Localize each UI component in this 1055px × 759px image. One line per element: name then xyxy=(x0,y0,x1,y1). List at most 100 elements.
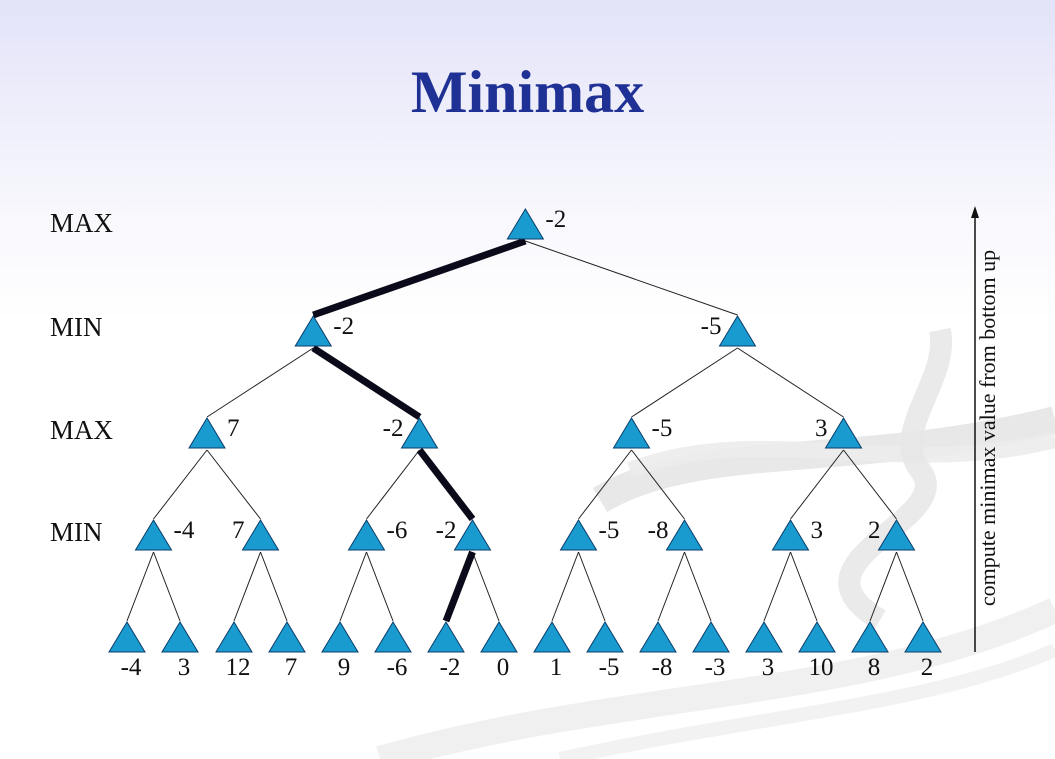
best-path-edge xyxy=(442,550,476,623)
tree-value-leaves-2: 12 xyxy=(226,654,251,681)
tree-edge xyxy=(657,551,685,622)
tree-node-leaves-1 xyxy=(161,621,199,653)
tree-node-leaves-13 xyxy=(798,621,836,653)
tree-node-leaves-9 xyxy=(586,621,624,653)
tree-node-leaves-11 xyxy=(692,621,730,653)
tree-value-level3-1: 7 xyxy=(232,517,245,544)
level-label-max-root: MAX xyxy=(50,208,114,238)
tree-value-leaves-3: 7 xyxy=(285,654,298,681)
tree-edge xyxy=(153,551,181,622)
tree-node-level1-1 xyxy=(718,315,757,347)
tree-value-level2-1: -2 xyxy=(383,415,404,442)
tree-node-level2-1 xyxy=(400,417,439,449)
tree-edge xyxy=(843,449,897,520)
tree-value-level3-2: -6 xyxy=(387,517,408,544)
tree-value-level2-3: 3 xyxy=(815,415,828,442)
tree-value-level3-6: 3 xyxy=(811,517,824,544)
tree-value-level3-0: -4 xyxy=(174,517,195,544)
tree-value-leaves-0: -4 xyxy=(121,654,142,681)
tree-node-level1-0 xyxy=(294,315,333,347)
tree-node-leaves-14 xyxy=(851,621,889,653)
tree-value-leaves-1: 3 xyxy=(178,654,191,681)
tree-value-leaves-15: 2 xyxy=(921,654,934,681)
tree-edge xyxy=(896,551,924,622)
tree-value-level3-3: -2 xyxy=(436,517,457,544)
level-label-min-1: MIN xyxy=(50,312,103,342)
tree-value-leaves-5: -6 xyxy=(387,654,408,681)
tree-edge xyxy=(126,551,154,622)
tree-value-leaves-6: -2 xyxy=(440,654,461,681)
tree-node-leaves-6 xyxy=(427,621,465,653)
tree-node-level3-2 xyxy=(347,519,386,551)
background-swoosh-decoration xyxy=(376,327,1055,759)
tree-value-level1-1: -5 xyxy=(701,313,722,340)
tree-edge xyxy=(153,449,208,520)
tree-edge xyxy=(684,551,712,622)
tree-edge xyxy=(260,551,288,622)
tree-node-level3-6 xyxy=(771,519,810,551)
tree-edge xyxy=(578,449,632,520)
tree-node-leaves-15 xyxy=(904,621,942,653)
tree-value-level2-0: 7 xyxy=(227,415,240,442)
tree-node-level3-1 xyxy=(241,519,280,551)
tree-edge xyxy=(525,240,738,316)
tree-edge xyxy=(366,551,394,622)
tree-edge xyxy=(339,551,367,622)
slide-title: Minimax xyxy=(410,59,645,125)
tree-edge xyxy=(206,449,261,520)
tree-node-leaves-5 xyxy=(374,621,412,653)
level-label-min-3: MIN xyxy=(50,517,103,547)
tree-edge xyxy=(763,551,791,622)
tree-value-root-0: -2 xyxy=(545,206,566,233)
tree-edge xyxy=(790,449,844,520)
tree-value-leaves-7: 0 xyxy=(497,654,510,681)
tree-node-leaves-0 xyxy=(108,621,146,653)
tree-value-leaves-8: 1 xyxy=(550,654,563,681)
tree-node-leaves-10 xyxy=(639,621,677,653)
tree-value-leaves-10: -8 xyxy=(652,654,673,681)
best-path-edge xyxy=(311,345,422,420)
tree-node-leaves-3 xyxy=(268,621,306,653)
level-label-max-2: MAX xyxy=(50,415,114,445)
tree-value-leaves-11: -3 xyxy=(705,654,726,681)
tree-edge xyxy=(366,449,420,520)
tree-edge xyxy=(551,551,579,622)
tree-node-level3-3 xyxy=(453,519,492,551)
tree-edge xyxy=(578,551,606,622)
tree-value-leaves-12: 3 xyxy=(762,654,775,681)
tree-value-level2-2: -5 xyxy=(652,415,673,442)
tree-value-leaves-9: -5 xyxy=(599,654,620,681)
tree-node-leaves-12 xyxy=(745,621,783,653)
best-path-edge xyxy=(312,237,527,319)
tree-edge xyxy=(233,551,261,622)
tree-node-root-0 xyxy=(506,208,545,240)
tree-node-leaves-4 xyxy=(321,621,359,653)
tree-node-level2-2 xyxy=(612,417,651,449)
tree-node-level2-3 xyxy=(824,417,863,449)
bottom-up-arrow xyxy=(971,206,979,652)
tree-node-leaves-2 xyxy=(215,621,253,653)
tree-node-level3-4 xyxy=(559,519,598,551)
tree-node-leaves-8 xyxy=(533,621,571,653)
tree-edge xyxy=(631,449,685,520)
tree-value-level3-5: -8 xyxy=(648,517,669,544)
tree-edge xyxy=(631,347,738,418)
tree-value-level3-7: 2 xyxy=(868,517,881,544)
tree-value-level1-0: -2 xyxy=(333,313,354,340)
tree-node-level2-0 xyxy=(188,417,226,449)
tree-node-level3-7 xyxy=(877,519,916,551)
tree-edge xyxy=(790,551,818,622)
tree-value-leaves-13: 10 xyxy=(809,654,834,681)
tree-value-level3-4: -5 xyxy=(599,517,620,544)
tree-value-leaves-4: 9 xyxy=(338,654,351,681)
tree-node-leaves-7 xyxy=(480,621,518,653)
best-path-edge xyxy=(416,447,476,522)
tree-value-leaves-14: 8 xyxy=(868,654,881,681)
tree-edge xyxy=(472,551,500,622)
tree-node-level3-0 xyxy=(134,519,173,551)
tree-edge xyxy=(206,347,314,418)
tree-edge xyxy=(869,551,897,622)
side-note-compute-bottom-up: compute minimax value from bottom up xyxy=(975,249,1000,607)
tree-node-level3-5 xyxy=(665,519,704,551)
